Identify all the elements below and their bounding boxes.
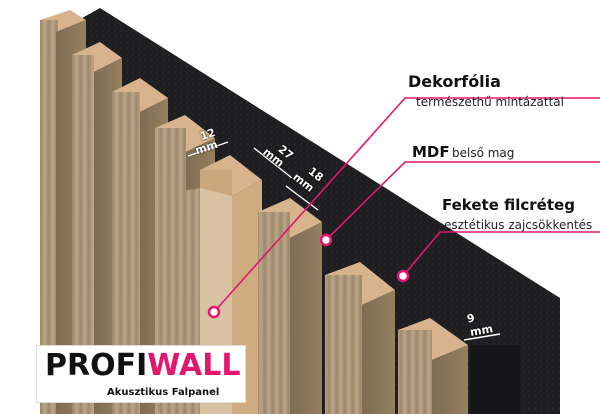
dim-9-arrow bbox=[463, 333, 501, 341]
callout-lines bbox=[213, 97, 600, 313]
dim-27-arrow bbox=[253, 147, 293, 179]
logo-tagline: Akusztikus Falpanel bbox=[107, 387, 220, 398]
mdf-subtitle: belső mag bbox=[452, 146, 515, 160]
logo-wordmark: PROFIWALL bbox=[45, 348, 240, 383]
decor-dot bbox=[207, 305, 221, 319]
decor-callout-line bbox=[213, 97, 600, 313]
logo-part-wall: WALL bbox=[147, 348, 241, 383]
felt-subtitle: esztétikus zajcsökkentés bbox=[444, 218, 593, 232]
decor-title: Dekorfólia bbox=[408, 72, 501, 91]
profiwall-logo: PROFIWALL Akusztikus Falpanel bbox=[36, 345, 246, 403]
felt-title: Fekete filcréteg bbox=[442, 196, 575, 214]
felt-dot bbox=[396, 269, 410, 283]
wood-slats bbox=[40, 10, 468, 414]
felt-callout-line bbox=[402, 231, 600, 277]
dim-12-arrow bbox=[187, 141, 229, 157]
dimension-arrows bbox=[187, 141, 501, 341]
dim-18-arrow bbox=[285, 185, 319, 211]
callout-dots bbox=[207, 233, 410, 319]
dim-9-value: 9 bbox=[465, 311, 476, 326]
felt-edge bbox=[470, 345, 520, 414]
logo-part-profi: PROFI bbox=[45, 348, 148, 383]
mdf-title: MDF bbox=[412, 143, 450, 161]
mdf-dot bbox=[319, 233, 333, 247]
mdf-callout-line bbox=[325, 161, 600, 241]
decor-subtitle: természethű mintázattal bbox=[416, 95, 564, 109]
